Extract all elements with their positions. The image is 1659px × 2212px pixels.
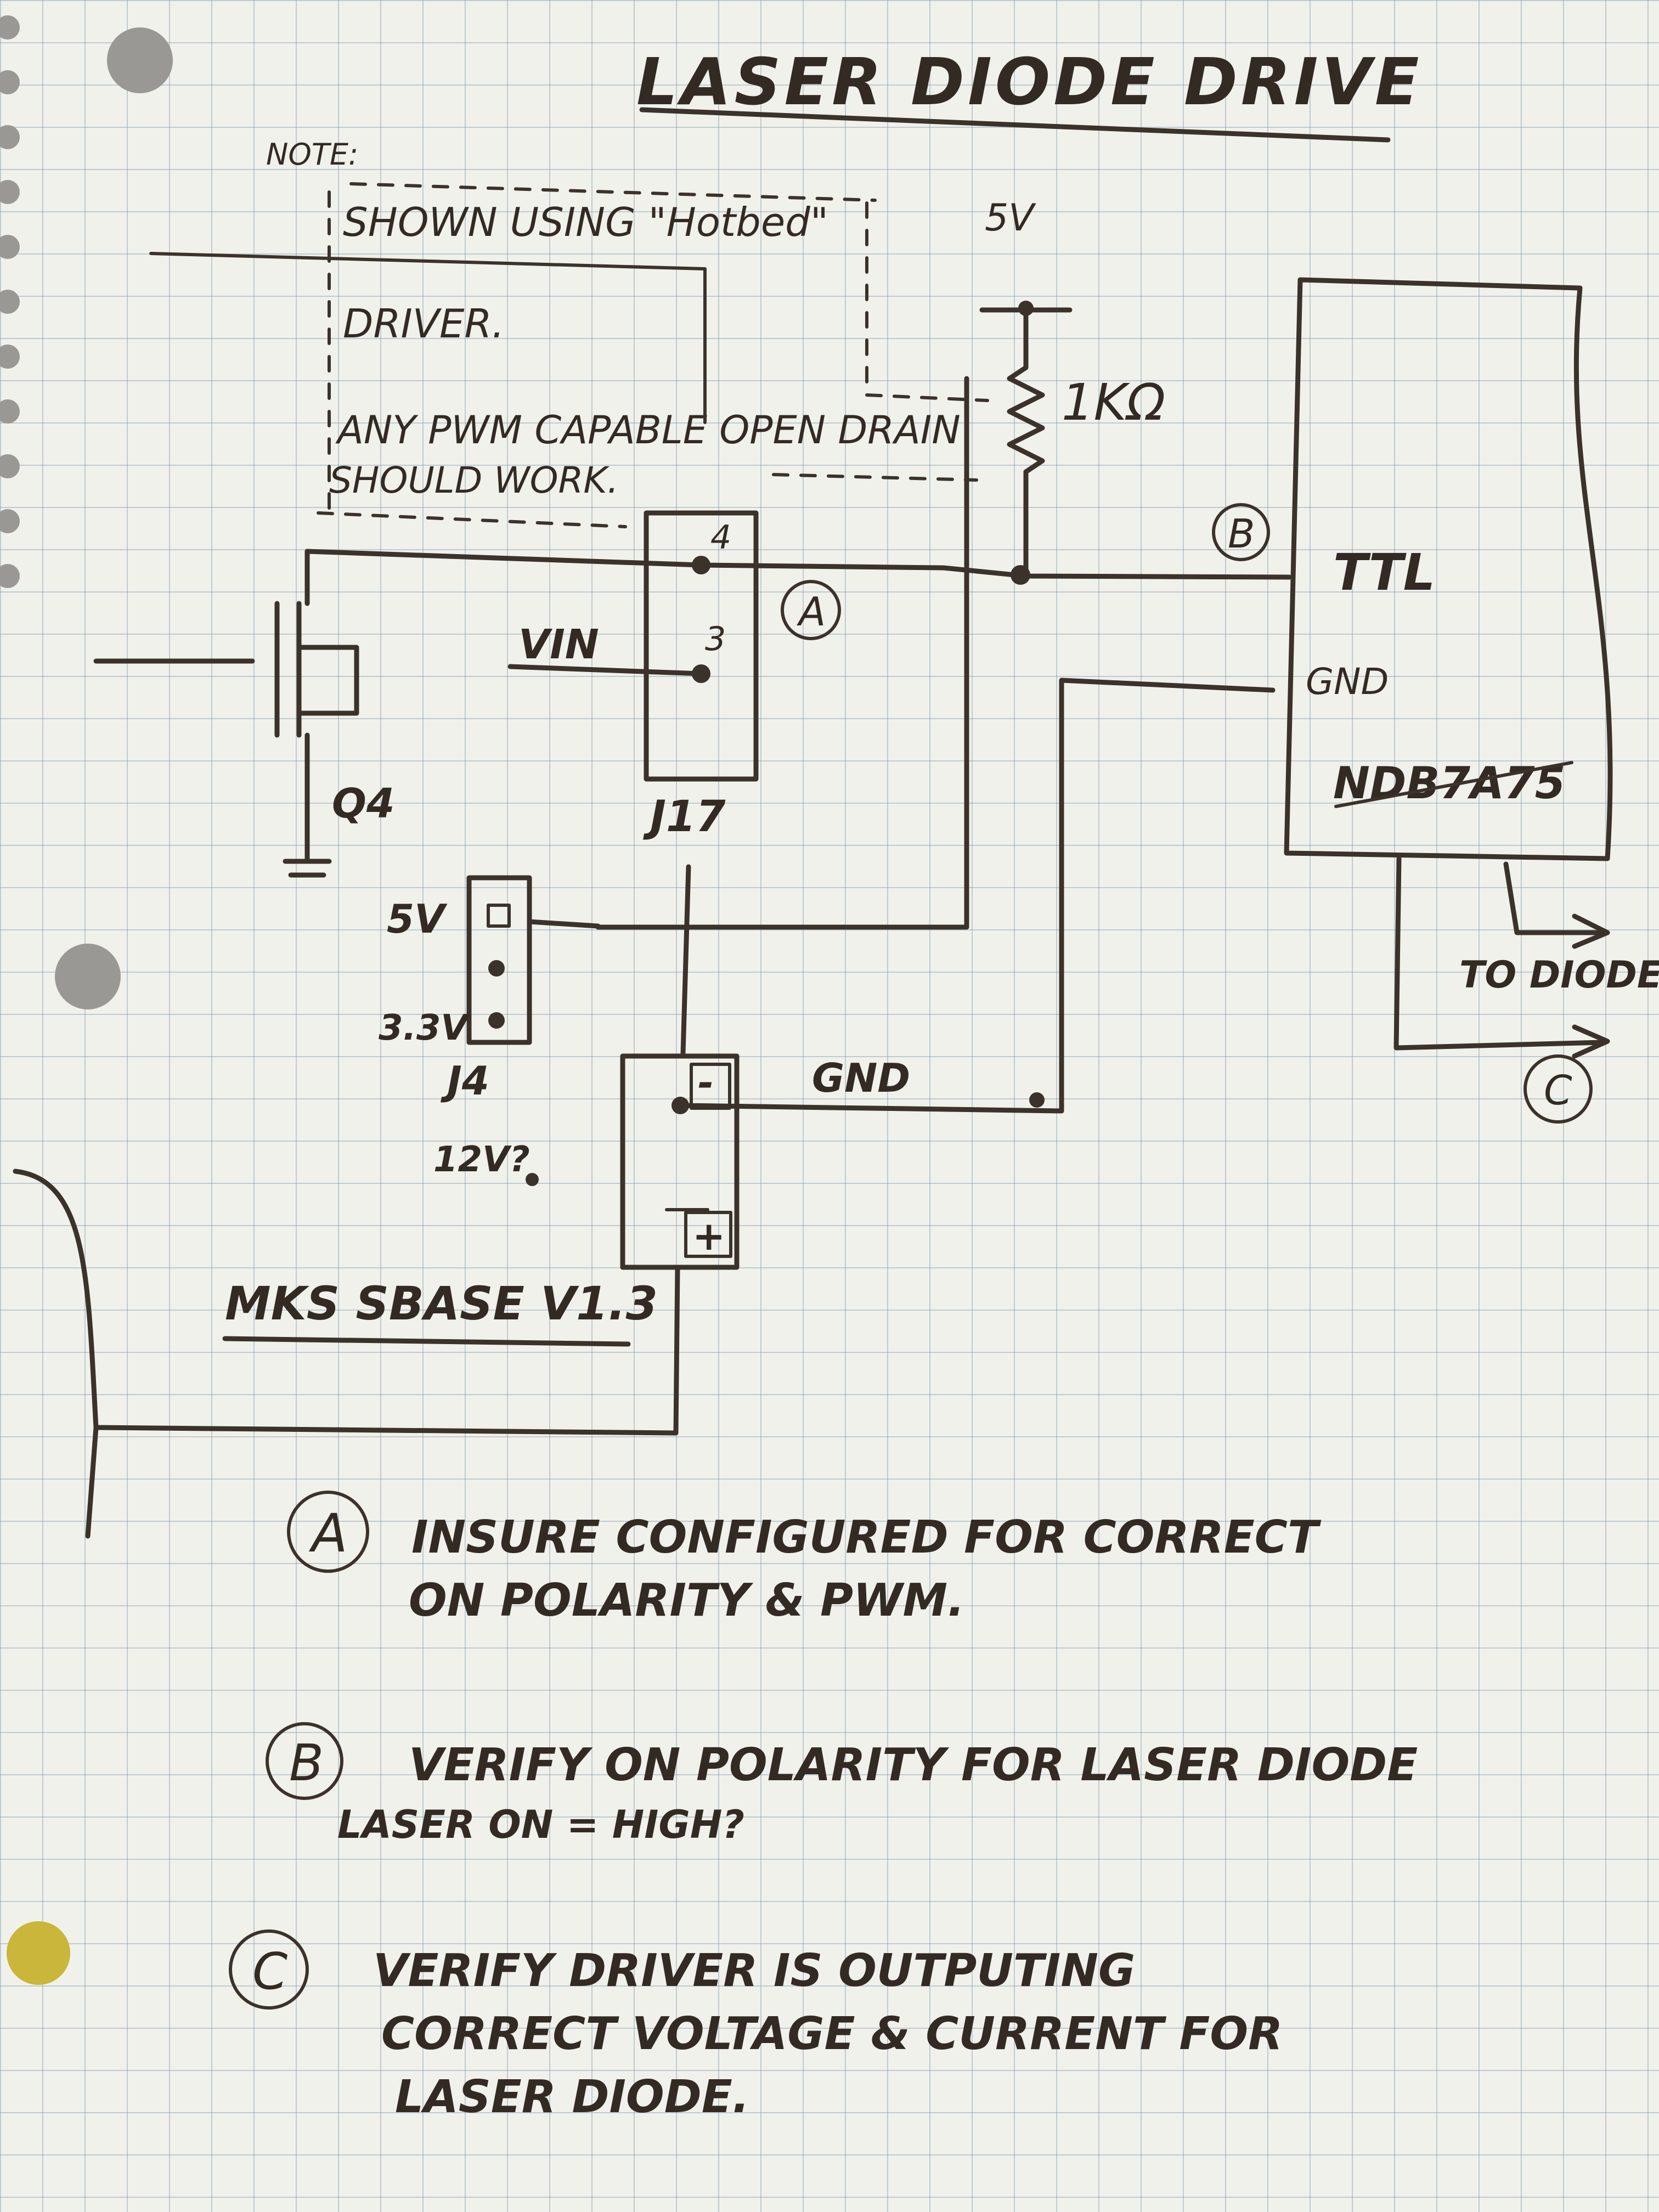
binding-holes <box>0 15 173 1985</box>
wire-plus-return <box>93 1265 680 1436</box>
footnote-c-line2: CORRECT VOLTAGE & CURRENT FOR <box>381 2008 1283 2060</box>
supply-5v-label: 5V <box>985 196 1036 240</box>
note-box: NOTE: SHOWN USING "Hotbed" DRIVER. ANY P… <box>266 137 989 528</box>
ndb7a75-module <box>1284 277 1613 861</box>
board-label: MKS SBASE V1.3 <box>225 1277 658 1330</box>
vin-label: VIN <box>518 621 599 668</box>
j17-connector <box>644 510 759 782</box>
note-line4: SHOULD WORK. <box>329 459 619 501</box>
wire-top-left <box>149 252 707 424</box>
j4-header <box>466 875 532 1045</box>
footnote-a-line1: INSURE CONFIGURED FOR CORRECT <box>411 1511 1322 1564</box>
minus-label: - <box>698 1060 714 1105</box>
footnote-b-line2: LASER ON = HIGH? <box>337 1802 744 1847</box>
j4-5v-label: 5V <box>387 896 448 942</box>
footnote-b-marker: B <box>289 1734 324 1792</box>
plus-label: + <box>692 1213 725 1259</box>
j17-pin4-label: 4 <box>710 518 731 557</box>
wire-vin <box>507 664 704 676</box>
to-diode-label: TO DIODE <box>1459 953 1659 997</box>
wire-j17-down <box>680 864 691 1056</box>
footnote-b-line1: VERIFY ON POLARITY FOR LASER DIODE <box>409 1739 1418 1791</box>
footnote-a-marker: A <box>308 1503 348 1564</box>
resistor-1k <box>1007 307 1045 579</box>
board-label-underline <box>222 1336 631 1347</box>
wire-j4-5v <box>527 919 601 929</box>
footnote-c-line3: LASER DIODE. <box>395 2071 749 2123</box>
board-bracket <box>13 1169 99 1539</box>
gnd-pin-label: GND <box>1306 661 1389 703</box>
note-heading: NOTE: <box>266 137 358 172</box>
wire-to-diode-lower <box>1393 856 1610 1059</box>
wire-gnd <box>678 678 1276 1114</box>
footnote-a: A INSURE CONFIGURED FOR CORRECT ON POLAR… <box>287 1491 1322 1627</box>
footnote-a-line2: ON POLARITY & PWM. <box>409 1575 964 1627</box>
title-underline <box>639 107 1391 143</box>
footnote-c-line1: VERIFY DRIVER IS OUTPUTING <box>373 1945 1135 1997</box>
marker-b <box>1212 503 1270 561</box>
note-line3: ANY PWM CAPABLE OPEN DRAIN <box>335 408 961 453</box>
note-line2: DRIVER. <box>343 301 504 347</box>
wire-to-diode-upper <box>1503 861 1610 949</box>
wire-vertical-5v <box>595 376 969 930</box>
j17-label: J17 <box>643 792 726 842</box>
page-title: LASER DIODE DRIVE <box>636 44 1423 120</box>
footnote-c: C VERIFY DRIVER IS OUTPUTING CORRECT VOL… <box>229 1929 1283 2123</box>
marker-a-letter: A <box>797 589 826 635</box>
v12-label: 12V? <box>433 1139 530 1180</box>
wire-pwm-net <box>304 549 1292 580</box>
mosfet-q4: Q4 <box>93 549 394 878</box>
marker-a <box>781 580 841 640</box>
ttl-label: TTL <box>1333 543 1435 602</box>
resistor-label: 1KΩ <box>1062 373 1165 432</box>
marker-b-letter: B <box>1228 511 1255 557</box>
marker-c-letter: C <box>1544 1067 1572 1114</box>
note-line1: SHOWN USING "Hotbed" <box>343 199 828 245</box>
footnote-c-marker: C <box>252 1942 287 2001</box>
j4-label: J4 <box>441 1058 489 1104</box>
j4-33v-label: 3.3V <box>379 1008 470 1048</box>
footnote-b: B VERIFY ON POLARITY FOR LASER DIODE LAS… <box>266 1722 1418 1847</box>
marker-c <box>1523 1054 1593 1124</box>
gnd-wire-label: GND <box>812 1055 910 1101</box>
j17-pin3-label: 3 <box>705 620 726 658</box>
q4-label: Q4 <box>332 780 394 827</box>
